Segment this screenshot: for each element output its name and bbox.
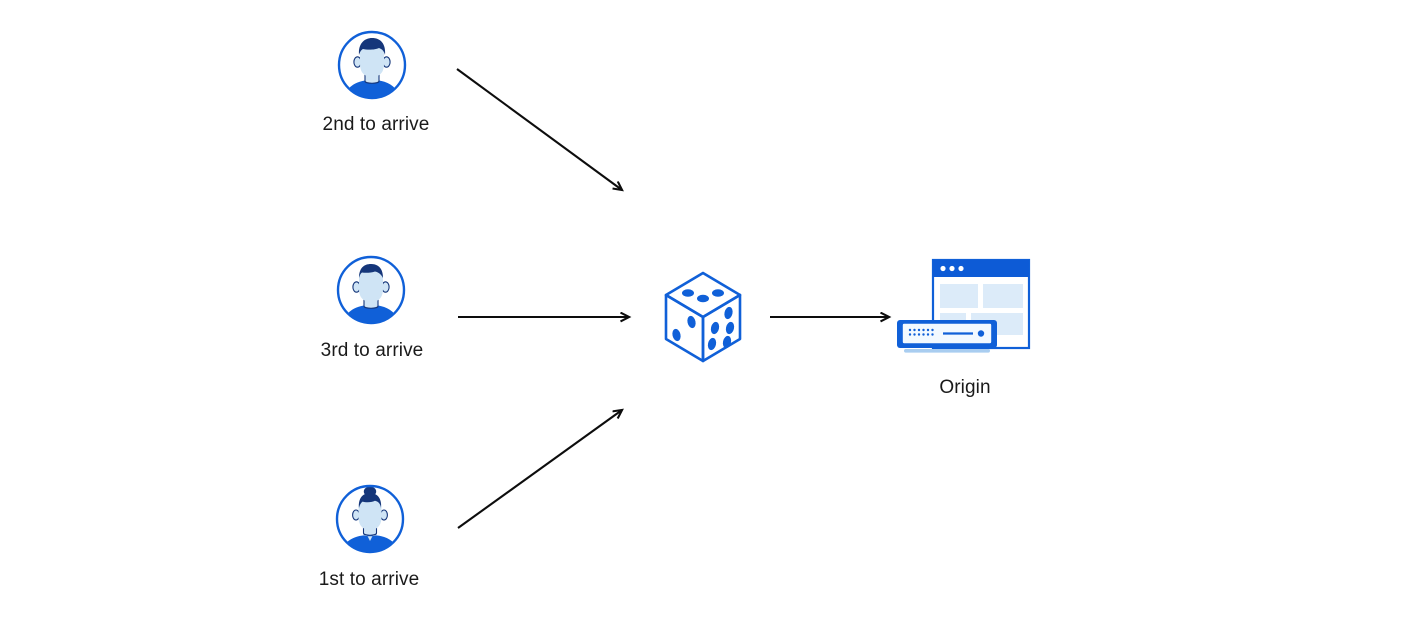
arrow-person-bottom-to-dice	[457, 410, 622, 529]
server-device-icon	[897, 320, 997, 353]
dice-icon	[664, 271, 742, 363]
user-avatar-short-hair-icon	[337, 30, 407, 100]
origin-label: Origin	[939, 377, 991, 398]
dice	[658, 268, 748, 371]
avatar	[335, 28, 409, 107]
user-avatar-bun-hair-icon	[335, 484, 405, 554]
origin-node	[893, 256, 1038, 366]
arrow-person-top-to-dice	[456, 68, 622, 190]
person-bottom-label: 1st to arrive	[318, 569, 420, 590]
person-top-label: 2nd to arrive	[322, 114, 430, 135]
person-middle-label: 3rd to arrive	[320, 340, 424, 361]
origin-server-browser-icon	[897, 258, 1031, 353]
avatar	[333, 482, 407, 561]
user-avatar-short-hair-icon	[336, 255, 406, 325]
avatar	[334, 253, 408, 332]
